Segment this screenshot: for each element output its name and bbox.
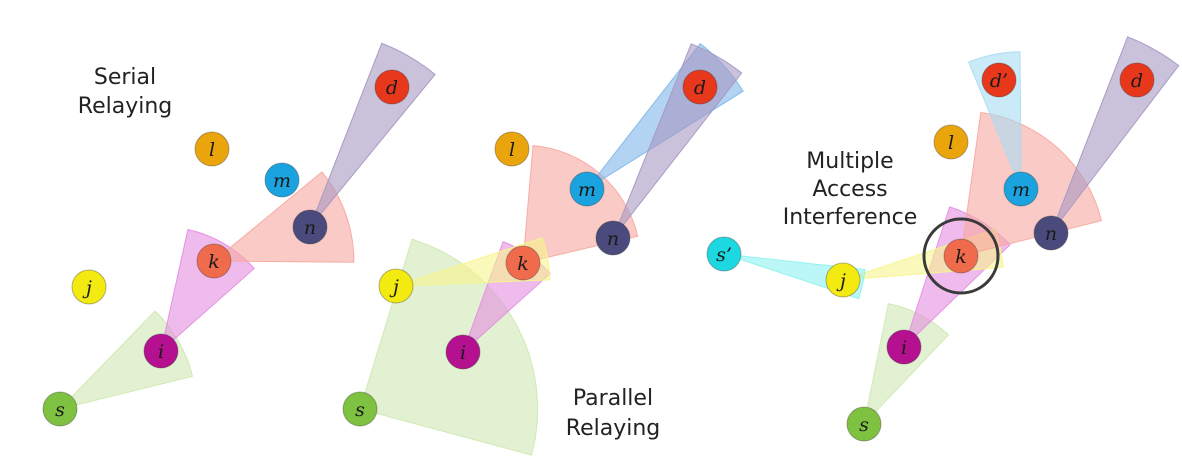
- serial-node-k-circle: [196, 243, 232, 279]
- serial-node-k: k: [196, 243, 232, 279]
- parallel-node-l: l: [494, 131, 530, 167]
- parallel-node-k-circle: [505, 245, 541, 281]
- serial-node-i-label: i: [158, 341, 164, 363]
- mai-node-d-label: d: [1131, 70, 1143, 92]
- mai-node-l-circle: [933, 124, 969, 160]
- parallel-node-m-circle: [569, 171, 605, 207]
- parallel-node-i-label: i: [460, 342, 466, 364]
- mai-node-m-label: m: [1012, 179, 1030, 201]
- serial-node-j-circle: [71, 269, 107, 305]
- parallel-node-d-circle: [682, 69, 718, 105]
- parallel-caption-line2: Relaying: [566, 416, 660, 441]
- parallel-node-s-circle: [342, 391, 378, 427]
- parallel-node-j-label: j: [389, 276, 399, 298]
- serial-node-m: m: [264, 162, 300, 198]
- serial-node-l: l: [194, 131, 230, 167]
- serial-node-j-label: j: [82, 277, 92, 299]
- serial-node-d: d: [374, 69, 410, 105]
- serial-node-i-circle: [143, 333, 179, 369]
- mai-caption-line3: Interference: [783, 205, 918, 230]
- serial-caption-line1: Serial: [94, 65, 156, 90]
- serial-node-l-circle: [194, 131, 230, 167]
- serial-node-s: s: [42, 391, 78, 427]
- serial-node-s-circle: [42, 391, 78, 427]
- parallel-node-d-label: d: [694, 77, 706, 99]
- parallel-node-s-label: s: [355, 399, 365, 421]
- mai-node-s-label: s: [859, 414, 869, 436]
- serial-node-k-label: k: [208, 251, 220, 273]
- serial-node-m-circle: [264, 162, 300, 198]
- interference-ring: [922, 217, 1000, 295]
- mai-node-s_prime: s’: [706, 236, 742, 272]
- serial-node-d-label: d: [386, 77, 398, 99]
- mai-node-n-label: n: [1045, 223, 1057, 245]
- caption-layer: Serial Relaying Parallel Relaying Multip…: [78, 65, 918, 441]
- parallel-node-m-label: m: [578, 179, 596, 201]
- mai-node-d_prime-label: d’: [990, 70, 1008, 92]
- mai-node-d-circle: [1119, 62, 1155, 98]
- mai-node-i: i: [886, 329, 922, 365]
- parallel-node-k: k: [505, 245, 541, 281]
- serial-node-i: i: [143, 333, 179, 369]
- mai-node-d: d: [1119, 62, 1155, 98]
- mai-node-s-circle: [846, 406, 882, 442]
- mai-node-m-circle: [1003, 171, 1039, 207]
- mai-node-j-circle: [825, 262, 861, 298]
- parallel-node-l-circle: [494, 131, 530, 167]
- mai-node-l-label: l: [948, 132, 954, 154]
- mai-node-m: m: [1003, 171, 1039, 207]
- mai-beam-n-to-d: [1050, 36, 1180, 234]
- mai-node-d_prime: d’: [981, 62, 1017, 98]
- serial-node-n-circle: [292, 209, 328, 245]
- mai-node-k: k: [943, 238, 979, 274]
- mai-node-d_prime-circle: [981, 62, 1017, 98]
- parallel-node-j-circle: [378, 268, 414, 304]
- serial-node-d-circle: [374, 69, 410, 105]
- mai-node-l: l: [933, 124, 969, 160]
- parallel-node-n-label: n: [607, 228, 619, 250]
- parallel-node-d: d: [682, 69, 718, 105]
- parallel-node-i-circle: [445, 334, 481, 370]
- parallel-node-k-label: k: [517, 253, 529, 275]
- serial-node-n-label: n: [304, 217, 316, 239]
- parallel-node-l-label: l: [509, 139, 515, 161]
- serial-node-n: n: [292, 209, 328, 245]
- parallel-node-n-circle: [595, 220, 631, 256]
- parallel-node-s: s: [342, 391, 378, 427]
- mai-node-i-label: i: [901, 337, 907, 359]
- serial-beam-n-to-d: [309, 42, 436, 228]
- parallel-caption-line1: Parallel: [573, 386, 653, 411]
- mai-caption-line1: Multiple: [806, 149, 893, 174]
- parallel-node-i: i: [445, 334, 481, 370]
- serial-node-m-label: m: [273, 170, 291, 192]
- parallel-node-m: m: [569, 171, 605, 207]
- parallel-node-j: j: [378, 268, 414, 304]
- serial-node-s-label: s: [55, 399, 65, 421]
- mai-node-n-circle: [1033, 215, 1069, 251]
- serial-node-j: j: [71, 269, 107, 305]
- mai-node-j: j: [825, 262, 861, 298]
- mai-node-s: s: [846, 406, 882, 442]
- parallel-node-n: n: [595, 220, 631, 256]
- mai-node-s_prime-circle: [706, 236, 742, 272]
- mai-node-n: n: [1033, 215, 1069, 251]
- mai-node-j-label: j: [836, 270, 846, 292]
- mai-node-k-circle: [943, 238, 979, 274]
- serial-node-l-label: l: [209, 139, 215, 161]
- mai-node-s_prime-label: s’: [716, 244, 732, 266]
- mai-node-i-circle: [886, 329, 922, 365]
- mai-node-k-label: k: [955, 246, 967, 268]
- mai-caption-line2: Access: [812, 177, 887, 202]
- serial-caption-line2: Relaying: [78, 94, 172, 119]
